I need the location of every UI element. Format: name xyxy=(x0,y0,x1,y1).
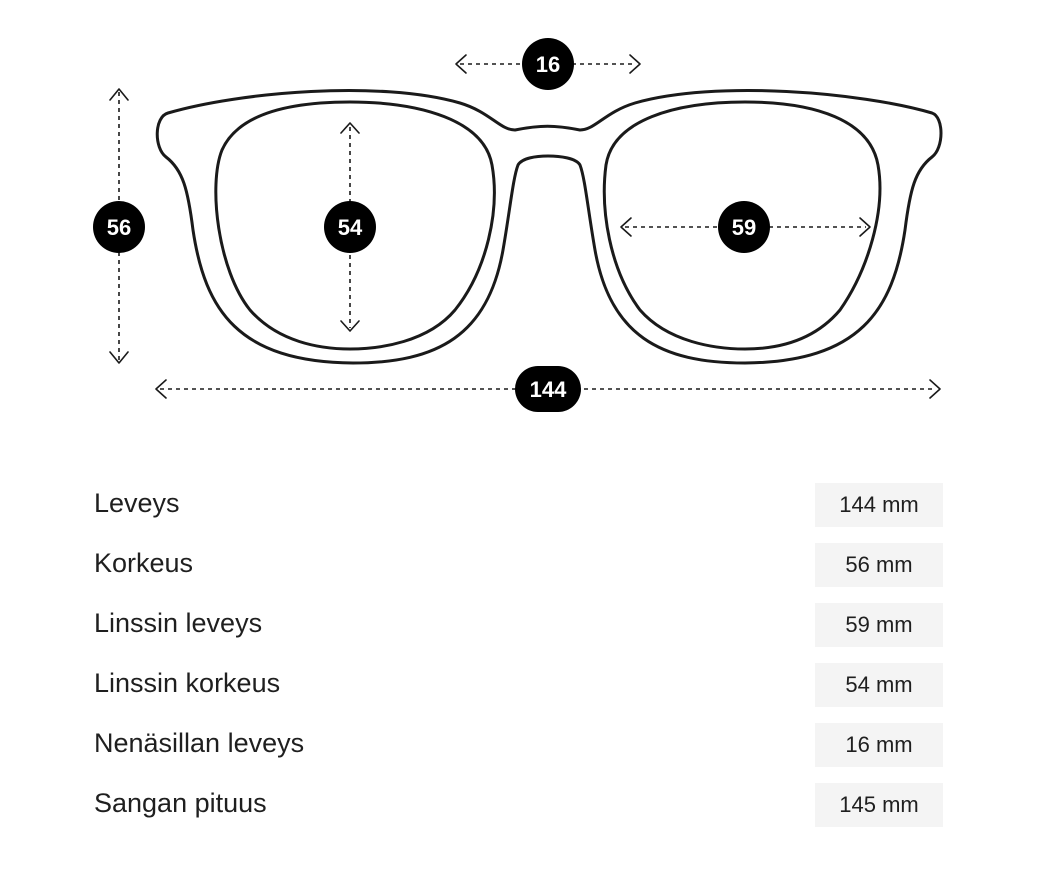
spec-row-nenasillan-leveys: Nenäsillan leveys 16 mm xyxy=(94,720,943,780)
spec-row-linssin-korkeus: Linssin korkeus 54 mm xyxy=(94,660,943,720)
spec-value: 16 mm xyxy=(815,723,943,767)
spec-value: 54 mm xyxy=(815,663,943,707)
spec-row-sangan-pituus: Sangan pituus 145 mm xyxy=(94,780,943,840)
spec-row-korkeus: Korkeus 56 mm xyxy=(94,540,943,600)
badge-bridge-width: 16 xyxy=(522,38,574,90)
spec-label: Nenäsillan leveys xyxy=(94,728,305,758)
spec-label: Linssin leveys xyxy=(94,608,263,638)
spec-row-linssin-leveys: Linssin leveys 59 mm xyxy=(94,600,943,660)
spec-value: 145 mm xyxy=(815,783,943,827)
spec-row-leveys: Leveys 144 mm xyxy=(94,480,943,540)
svg-text:56: 56 xyxy=(107,215,131,240)
spec-table: Leveys 144 mm Korkeus 56 mm Linssin leve… xyxy=(94,480,943,840)
spec-value: 56 mm xyxy=(815,543,943,587)
spec-label: Korkeus xyxy=(94,548,194,578)
spec-label: Sangan pituus xyxy=(94,788,267,818)
spec-value: 144 mm xyxy=(815,483,943,527)
badge-total-width: 144 xyxy=(515,366,581,412)
svg-text:54: 54 xyxy=(338,215,363,240)
svg-text:16: 16 xyxy=(536,52,560,77)
spec-label: Linssin korkeus xyxy=(94,668,281,698)
badge-lens-width: 59 xyxy=(718,201,770,253)
badge-lens-height: 54 xyxy=(324,201,376,253)
badge-total-height: 56 xyxy=(93,201,145,253)
spec-label: Leveys xyxy=(94,488,180,518)
spec-value: 59 mm xyxy=(815,603,943,647)
svg-text:144: 144 xyxy=(530,377,567,402)
glasses-dimension-diagram: 56 54 59 16 144 xyxy=(93,38,943,412)
svg-text:59: 59 xyxy=(732,215,756,240)
